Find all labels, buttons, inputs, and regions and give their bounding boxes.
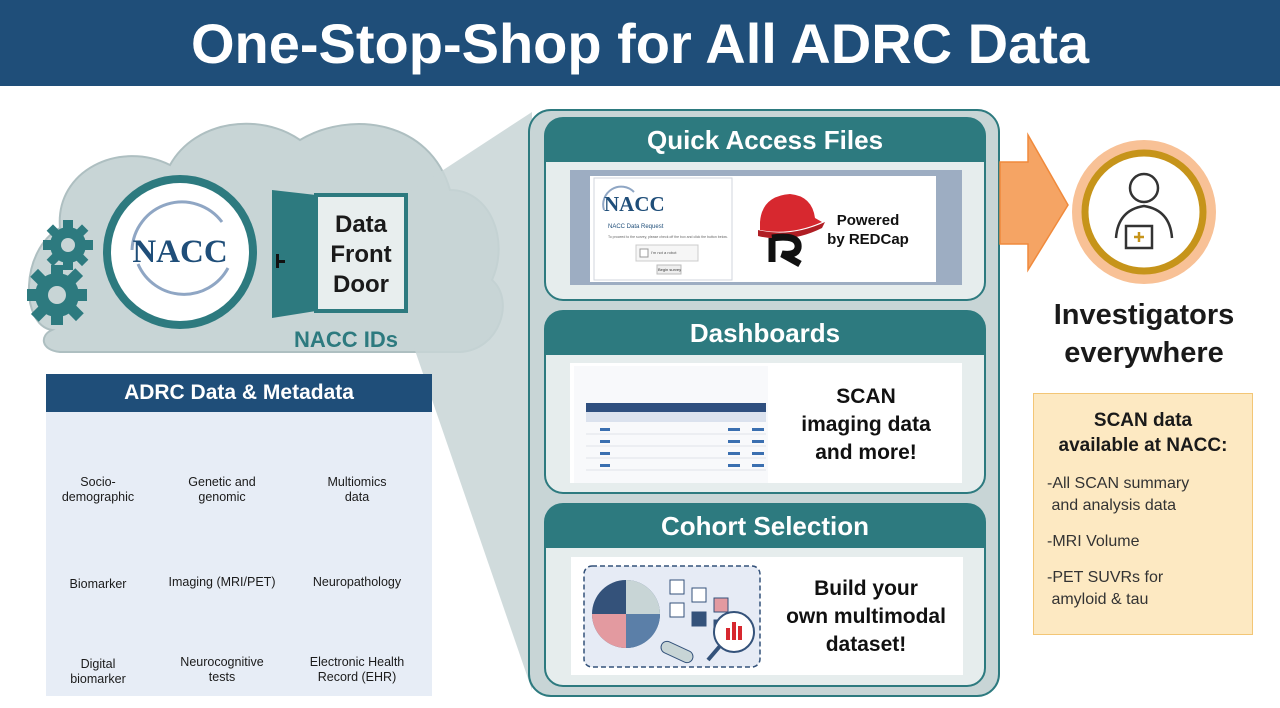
door-line: Data [334, 211, 388, 238]
form-instructions: To proceed to the survey, please check o… [608, 235, 728, 239]
item-label-line: Socio- [80, 475, 116, 489]
door-icon [272, 190, 408, 318]
zoom-connector [408, 112, 532, 690]
metadata-item-sociodemographic: Socio- demographic [34, 475, 162, 505]
metadata-title: ADRC Data & Metadata [46, 374, 432, 412]
scan-info-box [1033, 393, 1253, 635]
scan-item-line: and analysis data [1047, 497, 1176, 514]
cohort-caption: Build your own multimodal dataset! [768, 575, 964, 659]
begin-survey-button[interactable]: Begin survey [658, 267, 682, 272]
scan-item-line: -PET SUVRs for [1047, 569, 1164, 586]
item-label-line: tests [208, 670, 236, 684]
door-line: Front [330, 241, 392, 268]
item-label-line: genomic [198, 490, 246, 504]
form-nacc-logo: NACC [604, 192, 665, 216]
caption-line: and more! [815, 441, 917, 464]
caption-line: SCAN [836, 385, 896, 408]
nacc-ids-label: NACC IDs [294, 327, 398, 352]
item-label-line: Biomarker [69, 577, 127, 591]
gears-icon [27, 220, 93, 325]
panel-title-dashboards: Dashboards [689, 317, 841, 348]
scan-item-line: -MRI Volume [1047, 533, 1140, 550]
caption-line: Build your [814, 577, 918, 600]
item-label-line: biomarker [70, 672, 126, 686]
page-title: One-Stop-Shop for All ADRC Data [0, 0, 1280, 86]
panel-title-quick-access: Quick Access Files [646, 124, 884, 155]
item-label-line: Electronic Health [309, 655, 405, 669]
metadata-box [46, 412, 432, 696]
investigators-line: everywhere [1064, 337, 1224, 369]
item-label-line: Record (EHR) [317, 670, 397, 684]
item-label-line: Neuropathology [312, 575, 402, 589]
panel-title-cohort: Cohort Selection [660, 510, 869, 541]
dashboards-caption: SCAN imaging data and more! [776, 383, 956, 467]
captcha-label: I'm not a robot [651, 250, 677, 255]
scan-item-line: amyloid & tau [1047, 591, 1149, 608]
scan-item-line: -All SCAN summary [1047, 475, 1190, 492]
caption-line: own multimodal [786, 605, 946, 628]
scan-title-line: SCAN data [1093, 410, 1193, 431]
form-heading: NACC Data Request [608, 224, 664, 230]
scan-item: -All SCAN summary and analysis data [1047, 473, 1252, 517]
scan-title-line: available at NACC: [1058, 435, 1228, 456]
metadata-item-genetic: Genetic and genomic [158, 475, 286, 505]
dashboard-screenshot [570, 363, 962, 483]
door-line: Door [333, 271, 389, 298]
item-label-line: data [344, 490, 370, 504]
item-label-line: Multiomics [327, 475, 387, 489]
nacc-logo: NACC [132, 234, 228, 270]
scan-box-title: SCAN data available at NACC: [1040, 408, 1246, 458]
redcap-logo-icon [758, 194, 825, 268]
item-label-line: Neurocognitive [180, 655, 264, 669]
powered-by-redcap: Powered by REDCap [818, 211, 918, 249]
cohort-illustration [571, 557, 963, 675]
item-label-line: demographic [61, 490, 135, 504]
data-front-door-label: Data Front Door [318, 210, 404, 300]
item-label-line: Imaging (MRI/PET) [168, 575, 276, 589]
powered-line: by REDCap [827, 231, 909, 248]
investigators-line: Investigators [1053, 299, 1235, 331]
investigator-icon [1072, 140, 1216, 284]
metadata-item-biomarker: Biomarker [34, 577, 162, 592]
powered-line: Powered [836, 212, 900, 229]
arrow-icon [999, 132, 1069, 273]
metadata-item-digital-biomarker: Digital biomarker [34, 657, 162, 687]
scan-item: -PET SUVRs for amyloid & tau [1047, 567, 1252, 611]
item-label-line: Digital [80, 657, 116, 671]
scan-item: -MRI Volume [1047, 531, 1252, 553]
metadata-item-ehr: Electronic Health Record (EHR) [293, 655, 421, 685]
metadata-item-multiomics: Multiomics data [293, 475, 421, 505]
caption-line: imaging data [801, 413, 931, 436]
investigators-label: Investigators everywhere [1030, 296, 1258, 372]
item-label-line: Genetic and [188, 475, 256, 489]
metadata-item-imaging: Imaging (MRI/PET) [158, 575, 286, 590]
caption-line: dataset! [825, 633, 907, 656]
metadata-item-neurocognitive: Neurocognitive tests [158, 655, 286, 685]
metadata-item-neuropathology: Neuropathology [293, 575, 421, 590]
